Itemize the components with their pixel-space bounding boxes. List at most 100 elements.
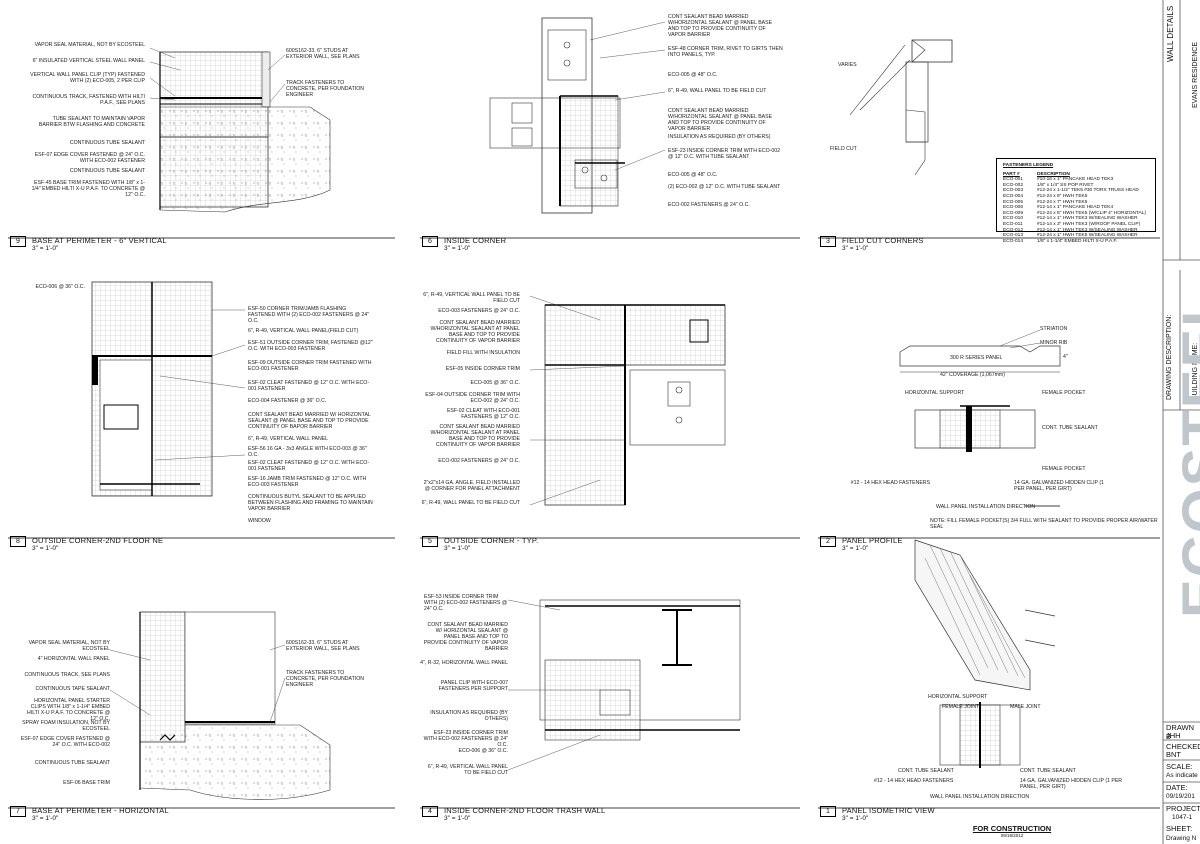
- project-name: EVANS RESIDENCE: [1192, 42, 1199, 108]
- note: 6" INSULATED VERTICAL STEEL WALL PANEL: [32, 58, 145, 64]
- detail-title-2: 2 PANEL PROFILE 3" = 1'-0": [820, 536, 903, 552]
- legend-row: ECO-009#12-24 x 5" HWH TEK5 (W/CLIP 4" H…: [1003, 211, 1149, 217]
- note: HORIZONTAL PANEL STARTER CLIPS WITH 1/8"…: [27, 698, 110, 722]
- brand-logo: ECOSTEEL: [1171, 289, 1200, 618]
- note: ECO-005 @ 48" O.C.: [668, 72, 718, 78]
- legend-col-part: PART #: [1003, 171, 1020, 177]
- legend-row: ECO-013#12-24 x 1" HWH TEK5 W/SEALING WA…: [1003, 233, 1149, 239]
- note: ECO-003 FASTENERS @ 24" O.C.: [438, 308, 520, 314]
- detail-title-text: FIELD CUT CORNERS: [842, 236, 924, 245]
- detail-title-text: BASE AT PERIMETER - HORIZONTAL: [32, 806, 169, 815]
- detail-title-8: 8 OUTSIDE CORNER-2ND FLOOR NE 3" = 1'-0": [10, 536, 163, 552]
- note: ESF-53 INSIDE CORNER TRIM WITH (2) ECO-0…: [424, 594, 508, 612]
- note: TRACK FASTENERS TO CONCRETE, PER FOUNDAT…: [286, 670, 365, 688]
- note: ESF-07 EDGE COVER FASTENED @ 24" O.C. WI…: [34, 152, 145, 164]
- legend-part: ECO-005: [1003, 199, 1023, 205]
- detail-title-4: 4 INSIDE CORNER-2ND FLOOR TRASH WALL 3" …: [422, 806, 605, 822]
- legend-row: ECO-011#12-14 x 3" HWH TEK3 (W/ROOF PANE…: [1003, 222, 1149, 228]
- legend-row: ECO-003#12-24 x 1-1/2" TEK5 #30 TORX TRU…: [1003, 188, 1149, 194]
- detail-title-9: 9 BASE AT PERIMETER - 6" VERTICAL 3" = 1…: [10, 236, 167, 252]
- detail-title-7: 7 BASE AT PERIMETER - HORIZONTAL 3" = 1'…: [10, 806, 169, 822]
- detail-scale: 3" = 1'-0": [842, 815, 869, 822]
- sheet-value: Drawing N: [1166, 835, 1197, 842]
- legend-part: ECO-009: [1003, 210, 1023, 216]
- note: CONT SEALANT BEAD MARRIED W/HORIZONTAL S…: [430, 424, 520, 448]
- legend-row: ECO-004#12-24 x 8" HWH TEK5: [1003, 194, 1149, 200]
- detail-number: 2: [820, 536, 836, 547]
- detail-6-drawing: [489, 17, 625, 214]
- legend-desc: #10-16 x 1" PANCAKE HEAD TEK3: [1037, 177, 1114, 183]
- date-value: 09/19/201: [1166, 793, 1195, 800]
- note: CONTINUOUS TAPE SEALANT: [35, 686, 110, 692]
- note: ECO-004 FASTENER @ 36" O.C.: [248, 398, 327, 404]
- drawn-by-block: DRAWN B: [1166, 723, 1200, 741]
- note: ECO-005 @ 36" O.C.: [470, 380, 521, 386]
- note: VAPOR SEAL MATERIAL, NOT BY ECOSTEEL: [28, 640, 110, 652]
- legend-title: FASTENERS LEGEND: [1003, 163, 1054, 168]
- detail-title-6: 6 INSIDE CORNER 3" = 1'-0": [422, 236, 506, 252]
- for-construction-date: 09/19/2012: [1000, 833, 1024, 838]
- detail-number: 6: [422, 236, 438, 247]
- note: 42" COVERAGE (1,067mm): [940, 372, 1005, 378]
- note: 6", R-49, VERTICAL WALL PANEL TO BE FIEL…: [427, 764, 508, 776]
- detail-number: 5: [422, 536, 438, 547]
- detail-4-drawing: [539, 599, 741, 741]
- scale-value: As indicate: [1166, 772, 1198, 779]
- legend-desc: 1/8" x 1/4" SS POP RIVET: [1037, 182, 1094, 188]
- note: FIELD CUT: [830, 146, 857, 152]
- note: CONT. TUBE SEALANT: [898, 768, 954, 774]
- note: TRACK FASTENERS TO CONCRETE, PER FOUNDAT…: [286, 80, 365, 98]
- note: STRIATION: [1040, 326, 1068, 332]
- note: WINDOW: [248, 518, 271, 524]
- note: MINOR RIB: [1040, 340, 1068, 346]
- checked-label: CHECKED: [1166, 742, 1200, 751]
- note: PANEL CLIP WITH ECO-007 FASTENERS PER SU…: [438, 680, 508, 692]
- drawn-by-label: DRAWN B: [1166, 723, 1195, 741]
- note: CONT SEALANT BEAD MARRIED W/HORIZONTAL S…: [430, 320, 520, 344]
- sheet-label: SHEET:: [1166, 824, 1193, 833]
- legend-header: PART # DESCRIPTION: [1003, 172, 1149, 178]
- legend-row: ECO-005#12-24 x 7" HWH TEK5: [1003, 200, 1149, 206]
- legend-desc: #12-14 x 1" HWH TEK3 W/SEALING WASHER: [1037, 216, 1138, 222]
- note: 300 R SERIES PANEL: [950, 355, 1003, 361]
- legend-row: ECO-006#12-14 x 1" PANCAKE HEAD TEK4: [1003, 205, 1149, 211]
- detail-number: 1: [820, 806, 836, 817]
- note: ESF-45 BASE TRIM FASTENED WITH 1/8" x 1-…: [31, 180, 145, 198]
- note: 14 GA. GALVANIZED HIDDEN CLIP (1 PER PAN…: [1020, 778, 1123, 790]
- note: VARIES: [838, 62, 857, 68]
- legend-row: ECO-010#12-14 x 1" HWH TEK3 W/SEALING WA…: [1003, 216, 1149, 222]
- note: ESF-51 OUTSIDE CORNER TRIM, FASTENED @12…: [248, 340, 373, 352]
- note: FEMALE POCKET: [1042, 466, 1086, 472]
- detail-3-drawing: [849, 39, 953, 176]
- legend-desc: 1/8" x 1-1/4" EMBED HILTI X-U P.A.F.: [1037, 238, 1118, 244]
- detail-title-text: BASE AT PERIMETER - 6" VERTICAL: [32, 236, 167, 245]
- detail-title-3: 3 FIELD CUT CORNERS 3" = 1'-0": [820, 236, 924, 252]
- note: ESF-06 BASE TRIM: [63, 780, 110, 786]
- note: 14 GA. GALVANIZED HIDDEN CLIP (1 PER PAN…: [1014, 480, 1104, 492]
- detail-title-text: INSIDE CORNER-2ND FLOOR TRASH WALL: [444, 806, 606, 815]
- note: CONTINUOUS BUTYL SEALANT TO BE APPLIED B…: [248, 494, 373, 512]
- note: HORIZONTAL SUPPORT: [905, 390, 965, 396]
- detail-title-1: 1 PANEL ISOMETRIC VIEW 3" = 1'-0": [820, 806, 935, 822]
- detail-scale: 3" = 1'-0": [32, 245, 59, 252]
- detail-scale: 3" = 1'-0": [32, 815, 59, 822]
- detail-title-text: OUTSIDE CORNER - TYP.: [444, 536, 539, 545]
- note: CONT SEALANT BEAD MARRIED W/HORIZONTAL S…: [668, 108, 773, 132]
- title-block-frame: [1162, 0, 1200, 844]
- fasteners-legend: FASTENERS LEGEND PART # DESCRIPTION ECO-…: [996, 158, 1156, 244]
- detail-scale: 3" = 1'-0": [842, 245, 869, 252]
- note: TUBE SEALANT TO MAINTAIN VAPOR BARRIER B…: [38, 116, 145, 128]
- legend-part: ECO-004: [1003, 193, 1023, 199]
- legend-col-desc: DESCRIPTION: [1037, 171, 1070, 177]
- detail-scale: 3" = 1'-0": [444, 245, 471, 252]
- note: #12 - 14 HEX HEAD FASTENERS: [874, 778, 954, 784]
- for-construction-stamp: FOR CONSTRUCTION 09/19/2012: [970, 824, 1054, 838]
- detail-8-drawing: [91, 281, 213, 497]
- note: FIELD FILL WITH INSULATION: [446, 350, 520, 356]
- note: 600S162-33, 6" STUDS AT EXTERIOR WALL, S…: [286, 640, 360, 652]
- note: 6", R-49, WALL PANEL TO BE FIELD CUT: [668, 88, 767, 94]
- legend-row: ECO-001#10-16 x 1" PANCAKE HEAD TEK3: [1003, 177, 1149, 183]
- detail-scale: 3" = 1'-0": [842, 545, 869, 552]
- note: CONT. TUBE SEALANT: [1020, 768, 1076, 774]
- note: ESF-02 CLEAT WITH ECO-001 FASTENERS @ 12…: [446, 408, 520, 420]
